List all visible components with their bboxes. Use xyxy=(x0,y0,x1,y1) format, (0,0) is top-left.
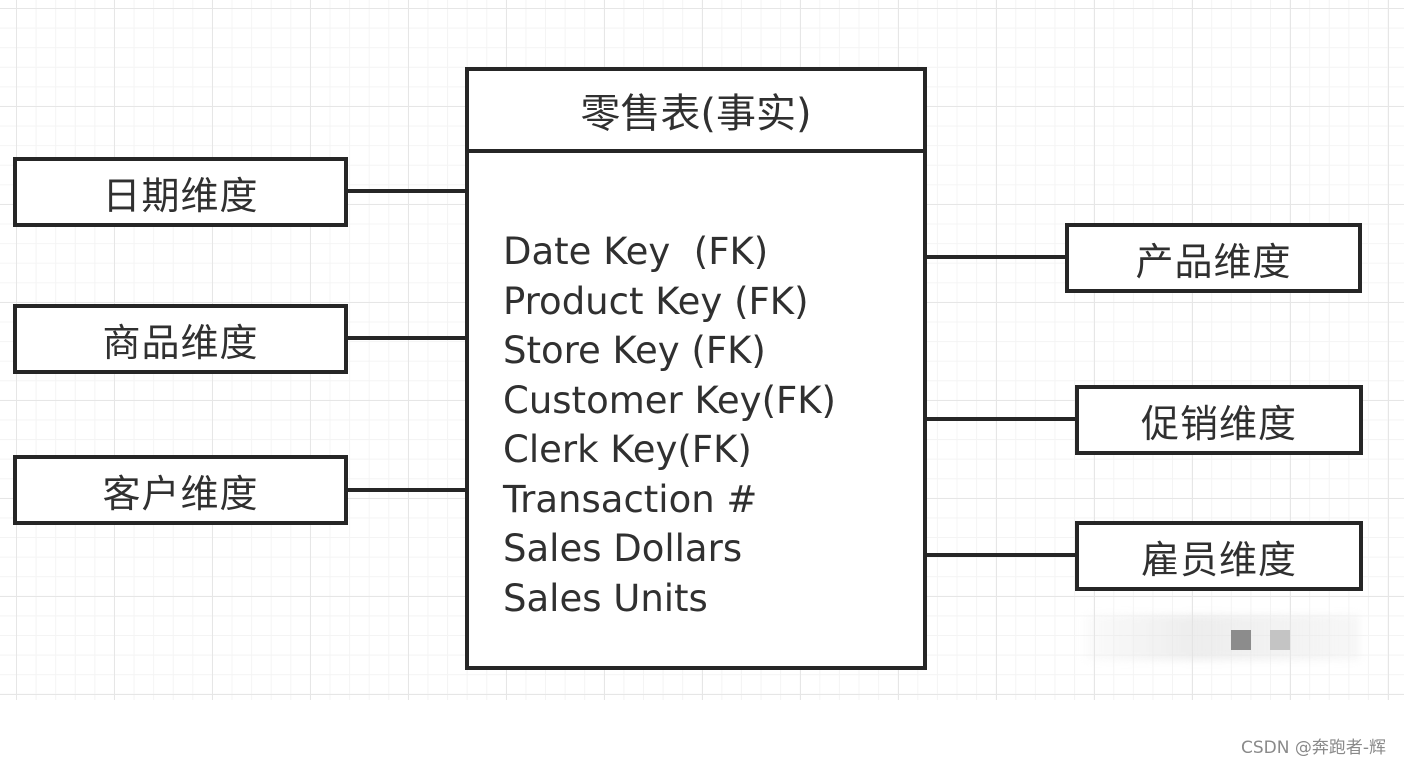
dimension-customer-label: 客户维度 xyxy=(102,471,259,516)
dimension-product-label: 产品维度 xyxy=(1135,239,1292,284)
fact-field-transaction: Transaction # xyxy=(503,477,758,521)
fact-field-store-key: Store Key (FK) xyxy=(503,329,766,372)
blurred-watermark xyxy=(1085,615,1360,660)
dimension-customer: 客户维度 xyxy=(13,455,348,525)
watermark-block-dark xyxy=(1231,630,1251,650)
fact-field-sales-units: Sales Units xyxy=(503,576,708,620)
dimension-employee-label: 雇员维度 xyxy=(1140,537,1297,582)
watermark-block-light xyxy=(1270,630,1290,650)
connector-date xyxy=(345,189,467,193)
connector-product xyxy=(925,255,1068,259)
connector-goods xyxy=(345,336,467,340)
connector-promotion xyxy=(925,417,1078,421)
dimension-promotion: 促销维度 xyxy=(1075,385,1363,455)
fact-table-fields: Date Key (FK) Product Key (FK) Store Key… xyxy=(469,153,923,623)
dimension-date: 日期维度 xyxy=(13,157,348,227)
fact-field-sales-dollars: Sales Dollars xyxy=(503,527,743,570)
dimension-goods: 商品维度 xyxy=(13,304,348,374)
fact-field-product-key: Product Key (FK) xyxy=(503,279,809,323)
fact-table-title: 零售表(事实) xyxy=(469,71,923,153)
connector-customer xyxy=(345,488,467,492)
connector-employee xyxy=(925,553,1078,557)
dimension-product: 产品维度 xyxy=(1065,223,1362,293)
dimension-employee: 雇员维度 xyxy=(1075,521,1363,591)
fact-field-clerk-key: Clerk Key(FK) xyxy=(503,428,752,471)
fact-table: 零售表(事实) Date Key (FK) Product Key (FK) S… xyxy=(465,67,927,670)
credit-watermark: CSDN @奔跑者-辉 xyxy=(1240,738,1386,758)
dimension-promotion-label: 促销维度 xyxy=(1140,401,1297,446)
dimension-goods-label: 商品维度 xyxy=(102,320,259,365)
dimension-date-label: 日期维度 xyxy=(102,173,259,218)
fact-field-customer-key: Customer Key(FK) xyxy=(503,378,836,422)
fact-field-date-key: Date Key (FK) xyxy=(503,230,769,273)
